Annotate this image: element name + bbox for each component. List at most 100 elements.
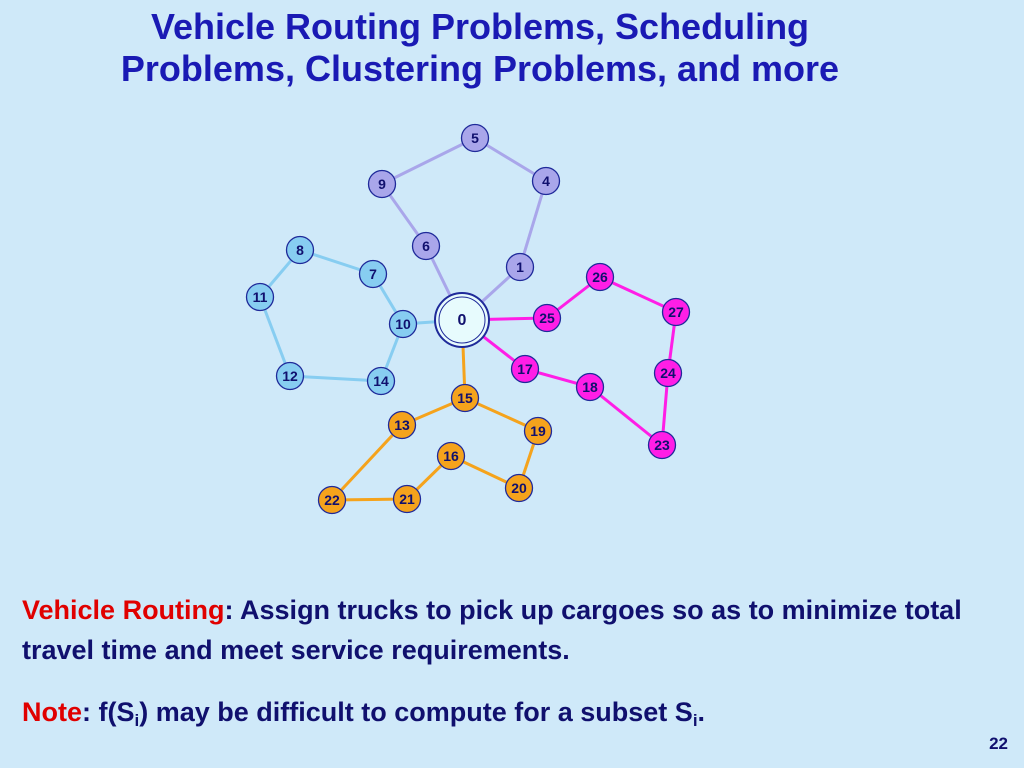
node-circle-17 (510, 354, 540, 384)
node-label-12: 12 (282, 368, 298, 384)
node-circle-1 (505, 252, 535, 282)
vehicle-routing-colon: : (224, 595, 234, 625)
node-circle-26 (585, 262, 615, 292)
node-label-23: 23 (654, 437, 670, 453)
node-label-27: 27 (668, 304, 684, 320)
note-subscript-1: i (134, 711, 140, 730)
node-label-18: 18 (582, 379, 598, 395)
note-paragraph: Note: f(Si) may be difficult to compute … (22, 692, 1002, 741)
node-label-19: 19 (530, 423, 546, 439)
node-26: 26 (585, 262, 615, 292)
vehicle-routing-description: Assign trucks to pick up cargoes so as t… (22, 595, 962, 665)
node-23: 23 (647, 430, 677, 460)
route-edge-9-5 (381, 136, 476, 186)
node-0: 0 (434, 292, 490, 348)
title-line-2: Problems, Clustering Problems, and more (120, 48, 840, 89)
node-16: 16 (436, 441, 466, 471)
node-label-1: 1 (516, 259, 524, 275)
node-label-11: 11 (253, 289, 268, 305)
node-label-10: 10 (395, 316, 411, 332)
node-27: 27 (661, 297, 691, 327)
node-22: 22 (317, 485, 347, 515)
node-label-6: 6 (422, 238, 430, 254)
node-24: 24 (653, 358, 683, 388)
node-17: 17 (510, 354, 540, 384)
node-5: 5 (460, 123, 490, 153)
node-label-24: 24 (660, 365, 676, 381)
vehicle-routing-term: Vehicle Routing (22, 595, 225, 625)
node-20: 20 (504, 473, 534, 503)
node-circle-24 (653, 358, 683, 388)
node-11: 11 (245, 282, 275, 312)
node-9: 9 (367, 169, 397, 199)
node-label-22: 22 (324, 492, 340, 508)
node-circle-12 (275, 361, 305, 391)
node-circle-14 (366, 366, 396, 396)
node-15: 15 (450, 383, 480, 413)
route-edge-4-1 (518, 180, 548, 268)
node-label-21: 21 (399, 491, 415, 507)
node-circle-7 (358, 259, 388, 289)
node-circle-21 (392, 484, 422, 514)
depot-inner-circle (438, 296, 486, 344)
route-edge-22-13 (330, 423, 404, 502)
node-label-20: 20 (511, 480, 527, 496)
vehicle-routing-paragraph: Vehicle Routing: Assign trucks to pick u… (22, 590, 1002, 670)
node-label-25: 25 (539, 310, 555, 326)
route-edge-23-18 (589, 385, 663, 447)
note-text-part2: ) may be difficult to compute for a subs… (139, 697, 693, 727)
note-term: Note (22, 697, 82, 727)
node-14: 14 (366, 366, 396, 396)
node-19: 19 (523, 416, 553, 446)
node-circle-15 (450, 383, 480, 413)
node-circle-23 (647, 430, 677, 460)
node-circle-10 (388, 309, 418, 339)
node-circle-27 (661, 297, 691, 327)
node-circle-5 (460, 123, 490, 153)
node-1: 1 (505, 252, 535, 282)
node-circle-16 (436, 441, 466, 471)
node-circle-25 (532, 303, 562, 333)
node-circle-18 (575, 372, 605, 402)
node-label-8: 8 (296, 242, 304, 258)
node-6: 6 (411, 231, 441, 261)
node-4: 4 (531, 166, 561, 196)
node-21: 21 (392, 484, 422, 514)
page-number: 22 (989, 734, 1008, 753)
node-13: 13 (387, 410, 417, 440)
node-label-26: 26 (592, 269, 608, 285)
note-colon: : (82, 697, 91, 727)
node-label-13: 13 (394, 417, 410, 433)
note-subscript-2: i (692, 711, 698, 730)
node-circle-9 (367, 169, 397, 199)
node-12: 12 (275, 361, 305, 391)
node-circle-11 (245, 282, 275, 312)
node-18: 18 (575, 372, 605, 402)
node-circle-20 (504, 473, 534, 503)
node-10: 10 (388, 309, 418, 339)
note-text-end: . (697, 697, 706, 727)
node-label-9: 9 (378, 176, 386, 192)
node-8: 8 (285, 235, 315, 265)
note-text-part1: f(S (91, 697, 135, 727)
node-label-17: 17 (517, 361, 533, 377)
node-circle-22 (317, 485, 347, 515)
title-line-1: Vehicle Routing Problems, Scheduling (150, 6, 810, 47)
node-circle-4 (531, 166, 561, 196)
slide-title: Vehicle Routing Problems, Scheduling Pro… (0, 6, 960, 90)
node-circle-8 (285, 235, 315, 265)
route-edge-12-14 (289, 374, 382, 383)
depot-outer-circle (434, 292, 490, 348)
node-circle-13 (387, 410, 417, 440)
node-circle-6 (411, 231, 441, 261)
node-circle-19 (523, 416, 553, 446)
node-7: 7 (358, 259, 388, 289)
node-label-4: 4 (542, 173, 550, 189)
node-label-15: 15 (457, 390, 473, 406)
node-25: 25 (532, 303, 562, 333)
node-label-5: 5 (471, 130, 479, 146)
node-label-16: 16 (443, 448, 459, 464)
node-label-7: 7 (369, 266, 377, 282)
